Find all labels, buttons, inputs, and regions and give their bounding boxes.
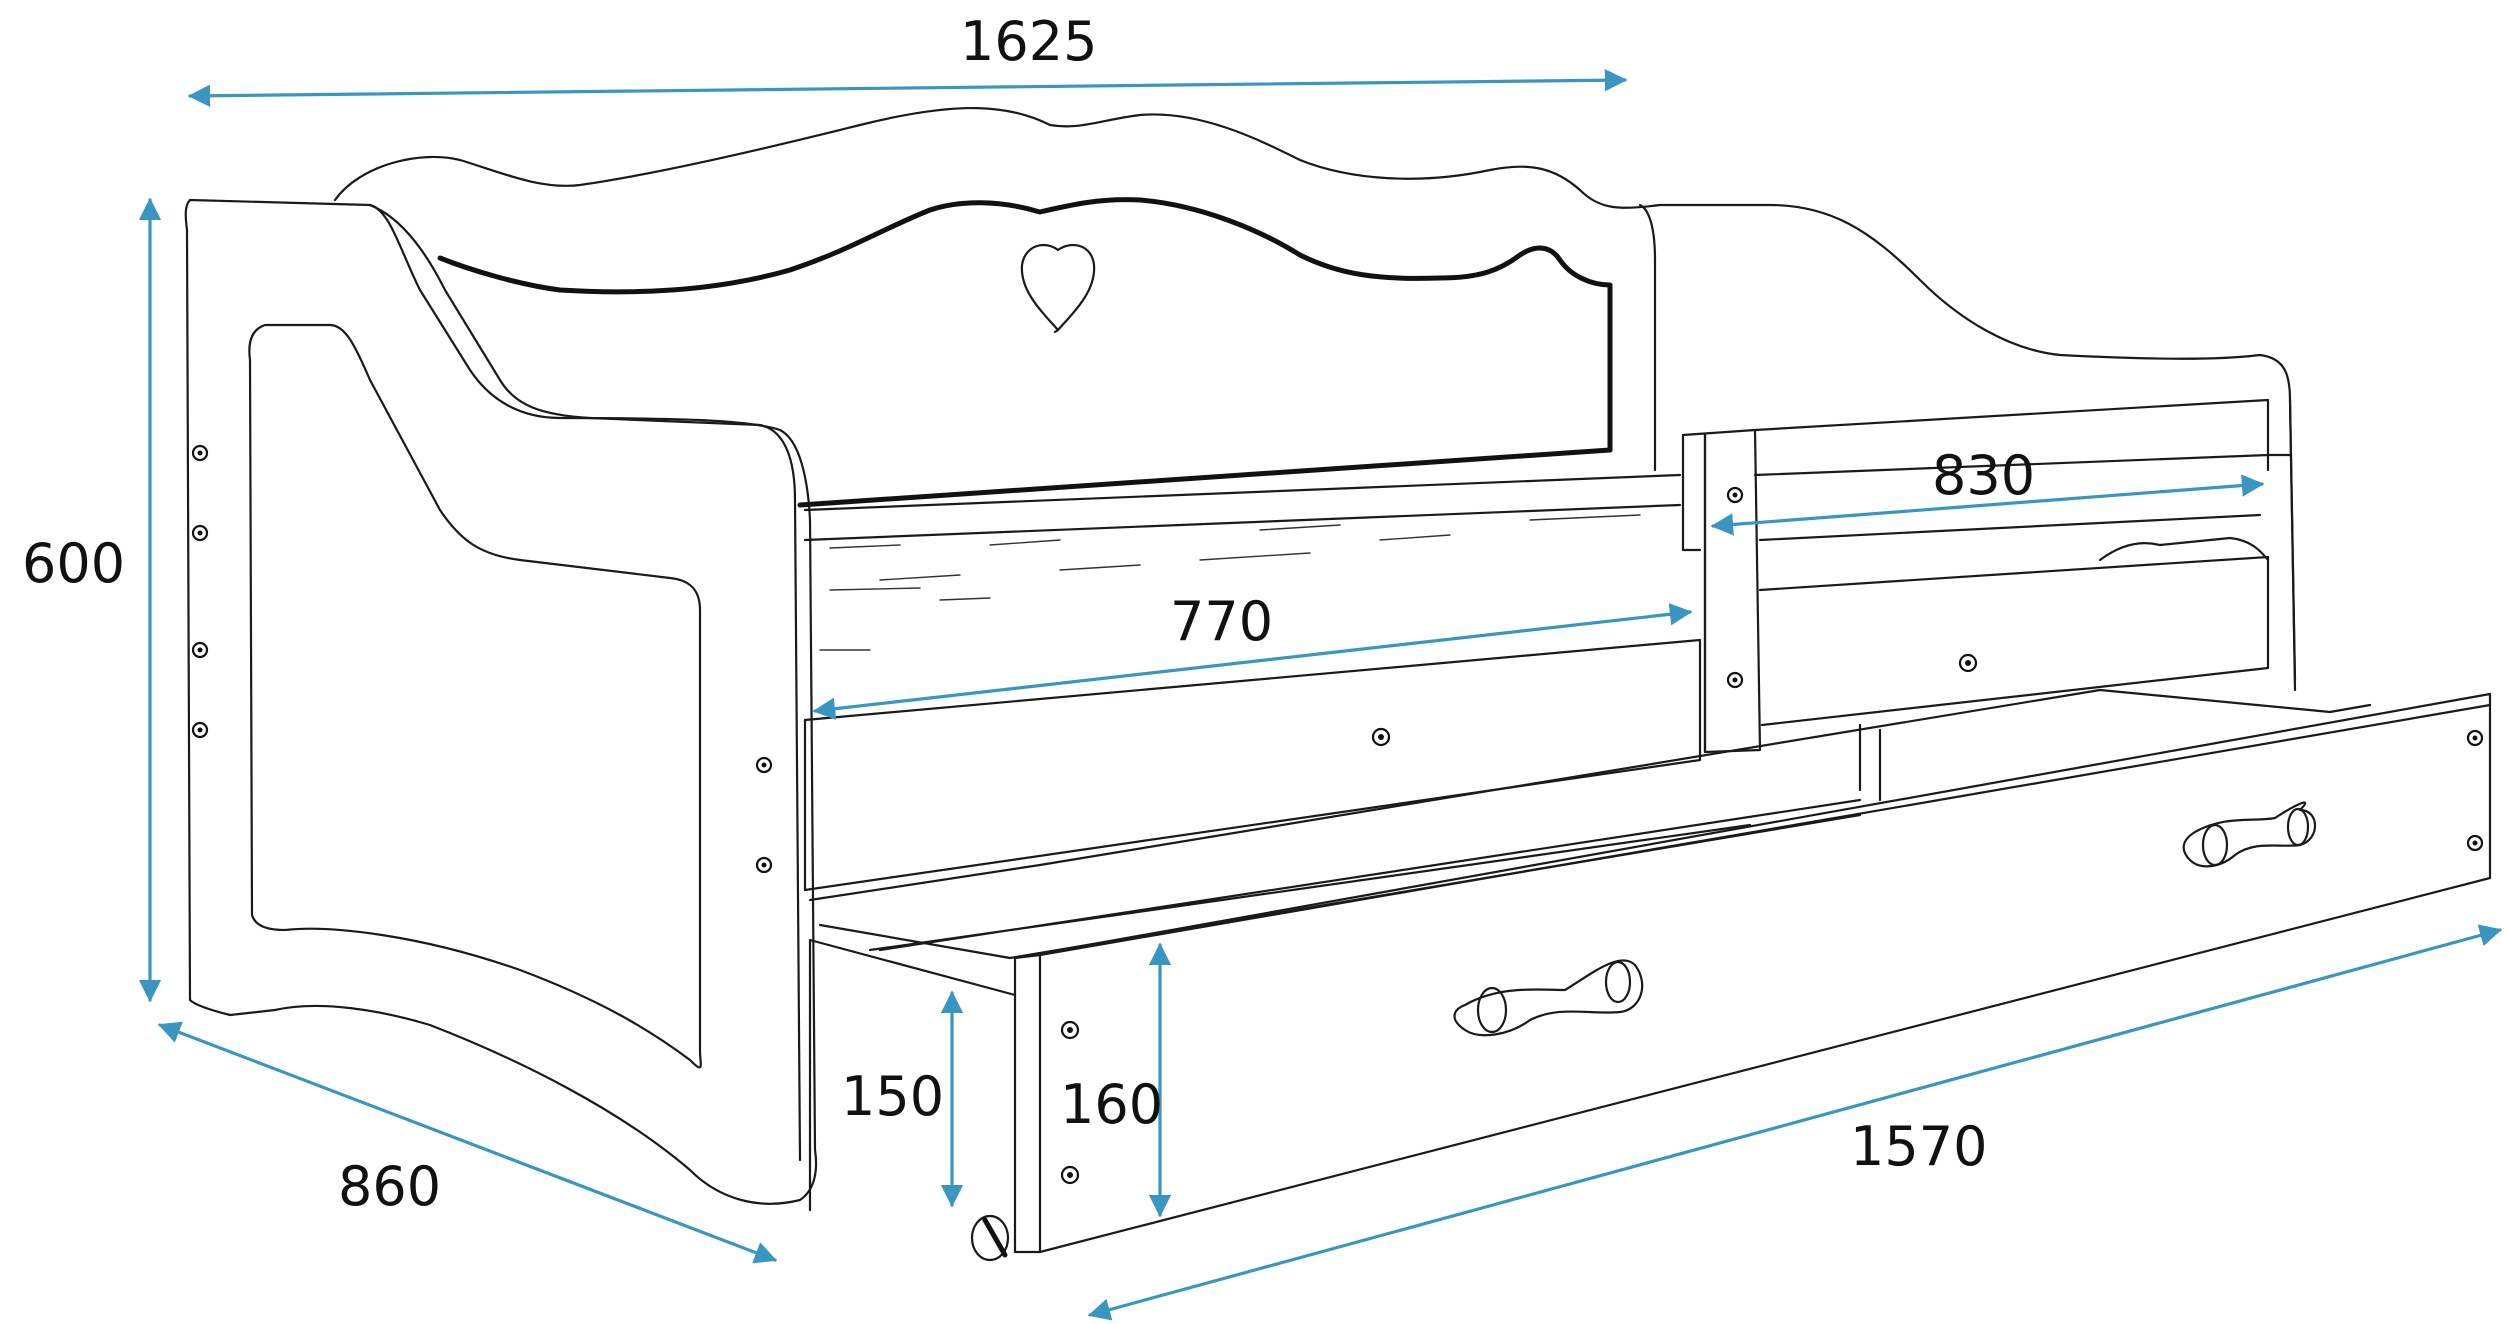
label-total-length: 1625 [960, 10, 1097, 73]
drawer-inner-back [808, 688, 2102, 902]
right-side-panel [2098, 398, 2297, 692]
left-side-panel-back [368, 203, 802, 1162]
heart-icon [1020, 243, 1096, 334]
bed-outline [184, 106, 2492, 1262]
dim-line-sleeping-width [812, 603, 1693, 720]
dim-line-drawer-length [1087, 924, 2503, 1321]
mattress-detail [819, 514, 1641, 651]
drawer-handle-left [1453, 959, 1644, 1037]
drawer-wheel [970, 1214, 1010, 1262]
label-depth: 860 [338, 1155, 441, 1218]
dim-line-rail-length [1710, 474, 2265, 536]
headboard-inner-edge [1638, 203, 1657, 472]
label-sleeping-width: 770 [1170, 590, 1273, 653]
label-height: 600 [22, 532, 125, 595]
left-panel-recess [248, 323, 702, 1069]
frame-front-rail [803, 638, 1702, 892]
dimension-lines [138, 69, 2503, 1321]
left-side-panel [184, 198, 818, 1205]
drawer-side [808, 688, 2372, 1212]
label-rail-length: 830 [1932, 444, 2035, 507]
drawer-front-left-edge [1013, 953, 1042, 1254]
label-drawer-length: 1570 [1850, 1115, 1987, 1178]
drawer-handle-right [2182, 801, 2316, 868]
dimension-labels: 1625 600 860 830 770 150 160 1570 [22, 10, 2035, 1218]
drawer-top [1013, 692, 2492, 1254]
dim-line-depth [157, 1021, 778, 1264]
label-drawer-front-height: 160 [1060, 1073, 1163, 1136]
mattress-top [803, 473, 1682, 542]
headboard-top [333, 106, 2297, 682]
label-drawer-inner-height: 150 [841, 1065, 944, 1128]
dim-line-total-length [187, 69, 1628, 107]
headboard-cutout [437, 197, 1613, 508]
